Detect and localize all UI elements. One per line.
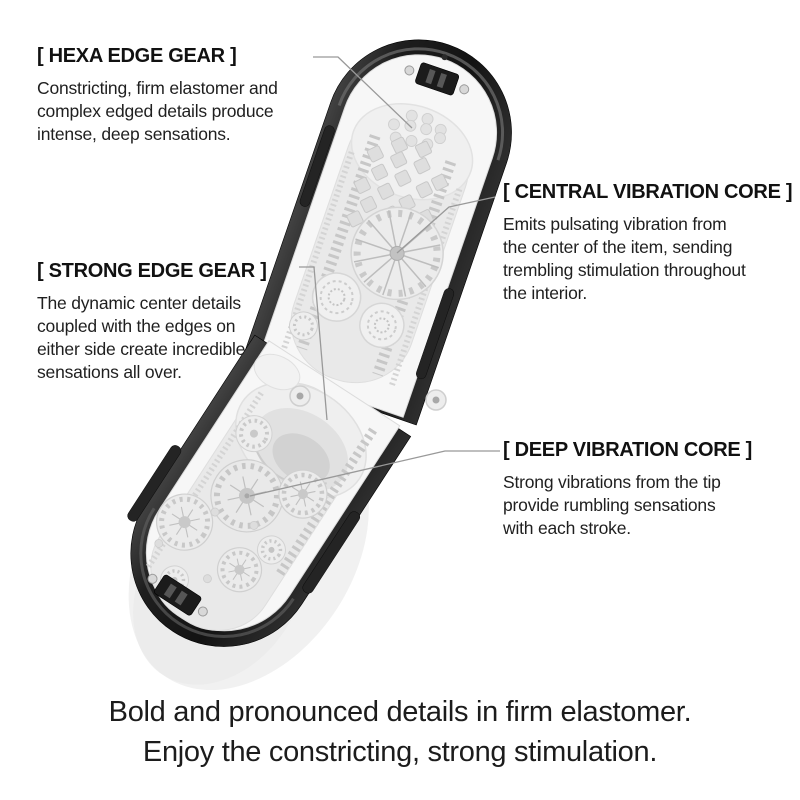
callout-body-line: trembling stimulation throughout bbox=[503, 260, 746, 280]
hexa-edge-gear-leader-line bbox=[313, 56, 413, 129]
callout-body-line: Constricting, firm elastomer and bbox=[37, 78, 278, 98]
swirl-balls bbox=[288, 272, 405, 349]
device-top-half bbox=[240, 39, 512, 426]
cone-gears bbox=[155, 415, 328, 595]
bottom-latch bbox=[147, 573, 208, 617]
callout-title: [ HEXA EDGE GEAR ] bbox=[37, 45, 237, 67]
callout-title: [ CENTRAL VIBRATION CORE ] bbox=[503, 181, 793, 203]
deep-vibration-core-leader-line bbox=[249, 450, 500, 497]
callout-body-line: with each stroke. bbox=[503, 518, 631, 538]
caption-line-1: Bold and pronounced details in firm elas… bbox=[108, 696, 692, 728]
callout-deep-vibration-core: [ DEEP VIBRATION CORE ] Strong vibration… bbox=[503, 438, 752, 540]
callout-body: Emits pulsating vibration from the cente… bbox=[503, 213, 792, 305]
bottom-bump-dots bbox=[154, 507, 259, 584]
callout-body-line: provide rumbling sensations bbox=[503, 495, 716, 515]
callout-body: The dynamic center details coupled with … bbox=[37, 292, 267, 384]
callout-body: Strong vibrations from the tip provide r… bbox=[503, 471, 752, 540]
callout-title: [ STRONG EDGE GEAR ] bbox=[37, 260, 267, 282]
callout-hexa-edge-gear: [ HEXA EDGE GEAR ] Constricting, firm el… bbox=[37, 44, 278, 146]
callout-body-line: complex edged details produce bbox=[37, 101, 274, 121]
central-vibration-core-leader-line bbox=[396, 196, 496, 254]
leader-lines bbox=[249, 56, 500, 497]
caption: Bold and pronounced details in firm elas… bbox=[0, 692, 800, 772]
callout-body-line: coupled with the edges on bbox=[37, 316, 236, 336]
callout-body-line: either side create incredible bbox=[37, 339, 246, 359]
top-latch bbox=[404, 54, 470, 96]
callout-body-line: the center of the item, sending bbox=[503, 237, 733, 257]
strong-edge-gear-leader-line bbox=[299, 266, 328, 421]
hinge bbox=[253, 353, 447, 411]
callout-body-line: sensations all over. bbox=[37, 362, 182, 382]
caption-line-2: Enjoy the constricting, strong stimulati… bbox=[142, 736, 658, 768]
callout-central-vibration-core: [ CENTRAL VIBRATION CORE ] Emits pulsati… bbox=[503, 180, 793, 305]
bottom-shell-highlight bbox=[139, 507, 295, 639]
device-bottom-half bbox=[127, 334, 412, 691]
callout-title: [ DEEP VIBRATION CORE ] bbox=[503, 439, 753, 461]
callout-body: Constricting, firm elastomer and complex… bbox=[37, 77, 278, 146]
callout-body-line: Emits pulsating vibration from bbox=[503, 214, 727, 234]
callout-body-line: Strong vibrations from the tip bbox=[503, 472, 721, 492]
callout-body-line: the interior. bbox=[503, 283, 587, 303]
top-clip-bars bbox=[299, 125, 455, 380]
callout-body-line: intense, deep sensations. bbox=[37, 124, 231, 144]
top-shell-highlight bbox=[337, 47, 505, 161]
callout-strong-edge-gear: [ STRONG EDGE GEAR ] The dynamic center … bbox=[37, 259, 267, 384]
central-pinwheel-core bbox=[350, 206, 444, 301]
callout-body-line: The dynamic center details bbox=[37, 293, 241, 313]
bottom-clip-bars bbox=[127, 445, 361, 594]
